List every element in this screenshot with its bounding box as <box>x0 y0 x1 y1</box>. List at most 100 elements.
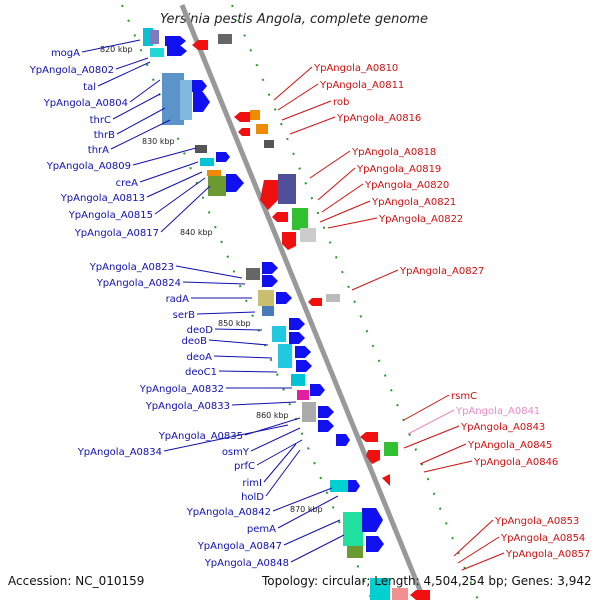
gene-arrow <box>192 40 208 50</box>
gene-label-right: YpAngola_A0819 <box>356 164 441 175</box>
right-leader-lines <box>273 66 505 571</box>
gene-block <box>330 480 348 492</box>
gene-arrow <box>296 360 312 372</box>
gene-arrow <box>318 406 334 418</box>
gene-label-left: YpAngola_A0824 <box>96 278 181 289</box>
gene-label-left: creA <box>116 178 139 189</box>
gene-block <box>326 294 340 302</box>
gene-arrow <box>366 450 380 464</box>
gene-block <box>297 390 309 400</box>
gene-arrow <box>289 318 305 330</box>
gene-block <box>200 158 214 166</box>
kbp-marker: 850 kbp <box>218 319 251 328</box>
gene-arrow <box>289 332 305 344</box>
gene-arrow <box>192 80 207 92</box>
gene-arrow <box>382 474 390 486</box>
gene-arrow <box>260 180 278 210</box>
gene-label-right: YpAngola_A0846 <box>473 457 558 468</box>
gene-block <box>272 326 286 342</box>
kbp-marker: 840 kbp <box>180 228 213 237</box>
gene-label-left: YpAngola_A0809 <box>46 161 131 172</box>
kbp-marker: 820 kbp <box>100 45 133 54</box>
gene-label-left: rimI <box>242 478 262 489</box>
forward-strand-genes <box>143 28 390 600</box>
gene-block <box>256 124 268 134</box>
gene-arrow <box>193 92 210 112</box>
gene-label-left: thrC <box>90 115 111 126</box>
gene-label-left: deoC1 <box>185 367 217 378</box>
gene-block <box>278 344 292 368</box>
gene-label-right: YpAngola_A0857 <box>505 549 590 560</box>
gene-arrow <box>276 292 292 304</box>
gene-label-right: YpAngola_A0853 <box>494 516 579 527</box>
gene-label-left: YpAngola_A0815 <box>68 210 153 221</box>
gene-arrow <box>282 232 296 250</box>
gene-label-left: prfC <box>234 461 255 472</box>
gene-label-left: osmY <box>222 447 250 458</box>
gene-block <box>291 374 305 386</box>
gene-label-right: YpAngola_A0816 <box>336 113 421 124</box>
gene-label-left: mogA <box>51 48 80 59</box>
genome-summary: Topology: circular; Length: 4,504,254 bp… <box>262 574 592 588</box>
gene-label-left: radA <box>166 294 190 305</box>
gene-label-left: YpAngola_A0802 <box>29 65 114 76</box>
gene-label-right: YpAngola_A0811 <box>319 80 404 91</box>
gene-arrow <box>272 212 288 222</box>
gene-arrow <box>226 174 244 192</box>
genome-backbone <box>179 4 427 600</box>
gene-label-left: YpAngola_A0835 <box>158 431 243 442</box>
gene-block <box>302 402 316 422</box>
gene-label-left: YpAngola_A0833 <box>145 401 230 412</box>
gene-block <box>264 140 274 148</box>
gene-block <box>300 228 316 242</box>
gene-block <box>150 30 159 44</box>
gene-label-left: serB <box>173 310 195 321</box>
gene-label-right: YpAngola_A0821 <box>371 197 456 208</box>
gene-label-right: YpAngola_A0843 <box>460 422 545 433</box>
gene-label-right: YpAngola_A0841 <box>455 406 540 417</box>
gene-block <box>246 268 260 280</box>
gene-arrow <box>165 36 186 46</box>
gene-label-right: YpAngola_A0818 <box>351 147 436 158</box>
gene-block <box>250 110 260 120</box>
gene-block <box>150 48 164 57</box>
gene-label-left: YpAngola_A0847 <box>197 541 282 552</box>
gene-block <box>195 145 207 153</box>
left-leader-lines <box>81 39 345 563</box>
gene-block <box>208 176 226 196</box>
gene-label-right: YpAngola_A0845 <box>467 440 552 451</box>
gene-arrow <box>336 434 350 446</box>
gene-label-right: YpAngola_A0822 <box>378 214 463 225</box>
gene-label-left: YpAngola_A0834 <box>77 447 162 458</box>
gene-arrow <box>360 432 378 442</box>
gene-label-right: YpAngola_A0820 <box>364 180 449 191</box>
gene-arrow <box>366 536 384 552</box>
gene-arrow <box>216 152 230 162</box>
gene-block <box>262 306 274 316</box>
gene-label-right: YpAngola_A0854 <box>500 533 585 544</box>
gene-block <box>278 174 296 204</box>
gene-label-left: YpAngola_A0842 <box>186 507 271 518</box>
gene-block <box>258 290 274 306</box>
gene-arrow <box>295 346 311 358</box>
gene-label-right: YpAngola_A0827 <box>399 266 484 277</box>
gene-block <box>143 28 153 46</box>
gene-block <box>218 34 232 44</box>
gene-label-left: YpAngola_A0832 <box>139 384 224 395</box>
gene-label-left: holD <box>241 492 264 503</box>
gene-arrow <box>310 384 325 396</box>
gene-arrow <box>410 590 430 600</box>
gene-label-left: YpAngola_A0823 <box>89 262 174 273</box>
gene-block <box>392 588 408 600</box>
gene-block <box>347 546 363 558</box>
gene-block <box>343 512 363 546</box>
outer-track-left <box>231 4 479 600</box>
gene-label-left: YpAngola_A0817 <box>74 228 159 239</box>
gene-label-left: YpAngola_A0804 <box>43 98 128 109</box>
gene-arrow <box>362 508 383 532</box>
kbp-marker: 830 kbp <box>142 137 175 146</box>
gene-label-right: YpAngola_A0810 <box>313 63 398 74</box>
gene-arrow <box>238 128 250 136</box>
gene-label-left: thrA <box>88 145 109 156</box>
